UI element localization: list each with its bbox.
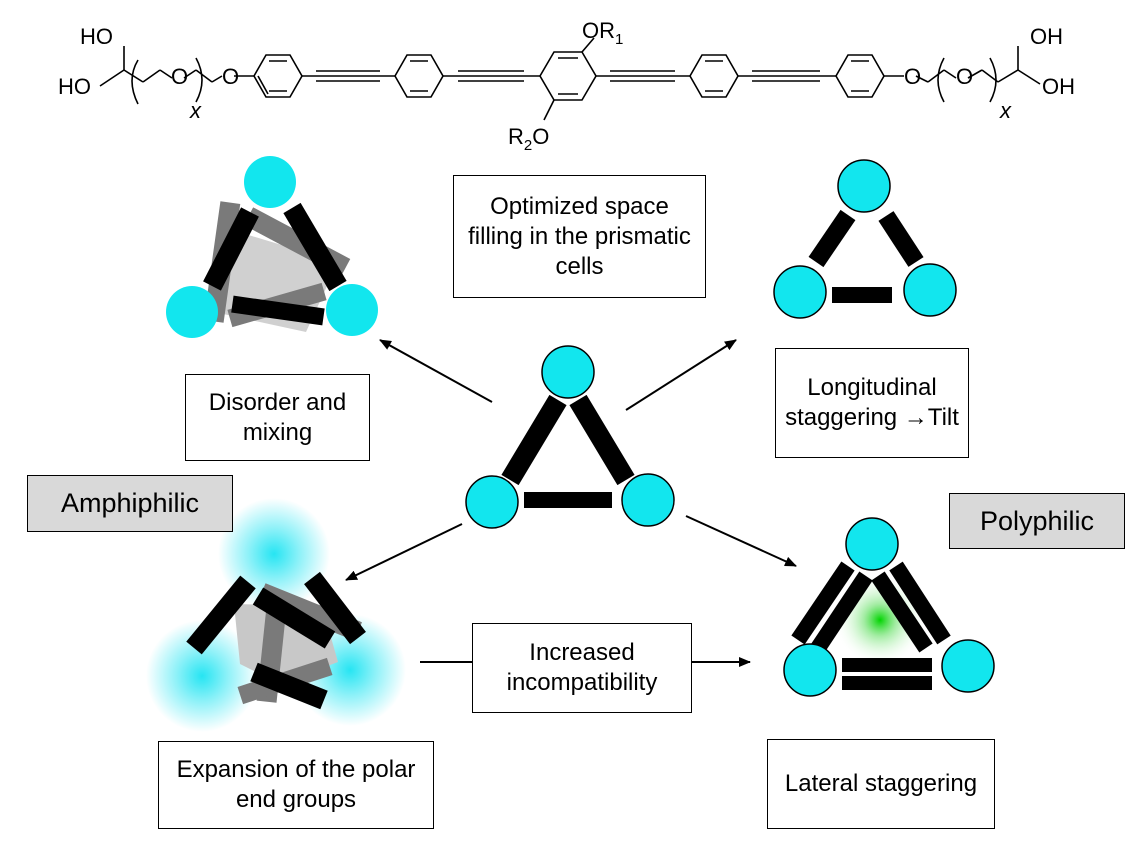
node-right	[903, 263, 957, 317]
label-oh-right: OH	[1042, 74, 1075, 99]
node-top	[541, 345, 595, 399]
label-o-left-1: O	[171, 64, 188, 89]
lateral-triangle	[783, 517, 995, 697]
node-left	[783, 643, 837, 697]
box-longitudinal: Longitudinal staggering →Tilt	[775, 348, 969, 458]
expansion-triangle	[146, 498, 406, 732]
label-o-left-2: O	[222, 64, 239, 89]
box-optimized: Optimized space filling in the prismatic…	[453, 175, 706, 298]
label-o-right-1: O	[904, 64, 921, 89]
box-increased: Increased incompatibility	[472, 623, 692, 713]
box-disorder-text: Disorder and mixing	[208, 388, 347, 446]
box-lateral: Lateral staggering	[767, 739, 995, 829]
tag-amphiphilic-text: Amphiphilic	[60, 488, 200, 518]
node-right	[326, 284, 378, 336]
label-x-left: x	[189, 98, 202, 123]
molecule-labels: HO HO O O x OR1 R2O O O x OH OH	[58, 18, 1075, 154]
arrow-to-expansion	[345, 523, 463, 581]
box-optimized-text: Optimized space filling in the prismatic…	[468, 192, 691, 280]
box-expansion: Expansion of the polar end groups	[158, 741, 434, 829]
node-left	[166, 286, 218, 338]
label-ho-top: HO	[80, 24, 113, 49]
tag-polyphilic-text: Polyphilic	[979, 505, 1095, 536]
label-oh-top: OH	[1030, 24, 1063, 49]
label-x-right: x	[999, 98, 1012, 123]
longitudinal-triangle	[773, 159, 957, 319]
node-right	[941, 639, 995, 693]
arrow-to-lateral	[685, 515, 797, 567]
label-ho-left: HO	[58, 74, 91, 99]
label-r2o: R2O	[508, 124, 549, 154]
tag-amphiphilic: Amphiphilic	[27, 475, 233, 532]
node-top	[837, 159, 891, 213]
label-or1: OR1	[582, 18, 623, 48]
molecule-structure	[99, 37, 1041, 121]
central-triangle	[465, 345, 675, 529]
disorder-triangle	[166, 156, 378, 338]
box-lateral-text: Lateral staggering	[784, 770, 978, 797]
box-longitudinal-text: Longitudinal staggering →Tilt	[785, 374, 959, 431]
node-left	[773, 265, 827, 319]
box-increased-text: Increased incompatibility	[506, 639, 658, 696]
node-right	[621, 473, 675, 527]
arrow-to-longitudinal	[625, 339, 737, 411]
label-o-right-2: O	[956, 64, 973, 89]
arrows	[345, 339, 797, 667]
box-expansion-text: Expansion of the polar end groups	[176, 756, 416, 813]
box-disorder: Disorder and mixing	[185, 374, 370, 461]
tag-polyphilic: Polyphilic	[949, 493, 1125, 549]
arrow-to-disorder	[379, 339, 493, 403]
node-top	[845, 517, 899, 571]
node-left	[465, 475, 519, 529]
node-top	[244, 156, 296, 208]
